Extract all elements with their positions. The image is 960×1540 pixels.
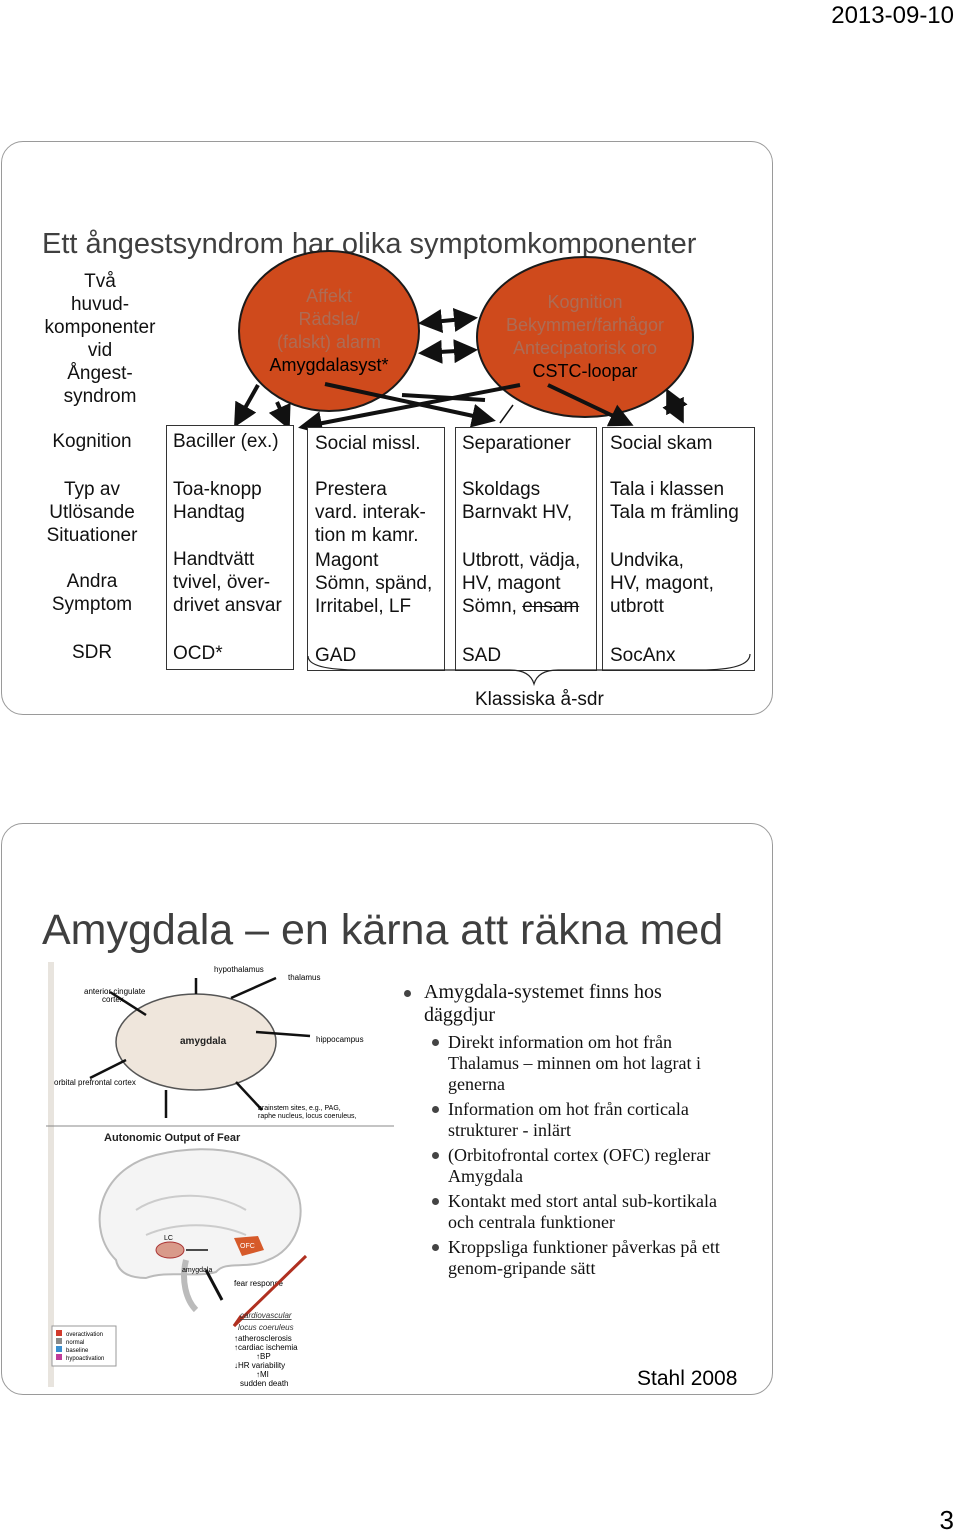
ocd-situation: Toa-knopp Handtag (173, 479, 262, 523)
fig-ofc: orbital prefrontal cortex (54, 1078, 136, 1087)
brace-label: Klassiska å-sdr (475, 689, 604, 710)
affekt-oval-line4: Amygdalasyst* (269, 355, 389, 375)
column-sad: Separationer Skoldags Barnvakt HV, Utbro… (455, 427, 597, 671)
gad-sdr: GAD (315, 645, 357, 666)
gad-kognition: Social missl. (315, 433, 421, 454)
sad-symptom: Utbrott, vädja, HV, magont Sömn, ensam (462, 549, 580, 618)
legend-overactivation: overactivation (66, 1332, 103, 1338)
socanx-kognition: Social skam (610, 433, 713, 454)
bullet-3: Information om hot från corticala strukt… (448, 1099, 689, 1140)
sad-sdr: SAD (462, 645, 502, 666)
ocd-sdr: OCD* (173, 643, 223, 664)
fig-lc: LC (164, 1235, 173, 1242)
fig-locus: locus coeruleus (238, 1323, 294, 1332)
fig-hippocampus: hippocampus (316, 1035, 364, 1044)
fig-effect-1: ↑atherosclerosis (234, 1334, 292, 1343)
fig-ofc-short: OFC (240, 1243, 255, 1250)
affekt-oval-line3: (falskt) alarm (276, 332, 381, 352)
fig-acc-2: cortex (102, 995, 124, 1004)
legend-baseline: baseline (66, 1348, 89, 1354)
kognition-oval-line1: Kognition (547, 292, 623, 312)
fig-effect-4: ↓HR variability (234, 1361, 285, 1370)
fig-thalamus: thalamus (288, 973, 320, 982)
gad-situation: Prestera vard. interak- tion m kamr. (315, 479, 426, 546)
bullet-dot (432, 1039, 439, 1046)
slide-2-title: Amygdala – en kärna att räkna med (42, 906, 724, 954)
label-sdr: SDR (71, 642, 113, 663)
fig-acc: anterior cingulate (84, 987, 146, 996)
slide-1-title: Ett ångestsyndrom har olika symptomkompo… (42, 228, 697, 260)
kognition-oval-line2: Bekymmer/farhågor (505, 315, 665, 335)
ocd-symptom: Handtvätt tvivel, över- drivet ansvar (173, 549, 282, 616)
label-typ: Typ av Utlösande Situationer (46, 479, 138, 546)
label-andra: Andra Symptom (51, 571, 133, 615)
sad-symptom-struck: ensam (522, 596, 580, 617)
legend-normal: normal (66, 1340, 84, 1346)
label-main: Två huvud- komponenter vid Ångest- syndr… (44, 271, 156, 407)
fig-cardiovascular: cardiovascular (240, 1311, 292, 1320)
bullet-dot (432, 1152, 439, 1159)
column-gad: Social missl. Prestera vard. interak- ti… (307, 427, 445, 671)
fig-autonomic: Autonomic Output of Fear (104, 1132, 241, 1144)
bullet-4: (Orbitofrontal cortex (OFC) reglerar Amy… (448, 1145, 711, 1186)
bullet-2: Direkt information om hot från Thalamus … (448, 1032, 701, 1094)
socanx-sdr: SocAnx (610, 645, 676, 666)
bullet-list: Amygdala-systemet finns hos däggdjur Dir… (404, 981, 754, 1291)
label-kognition: Kognition (52, 431, 132, 452)
sad-kognition: Separationer (462, 433, 571, 454)
ocd-kognition: Baciller (ex.) (173, 431, 279, 452)
fig-fear-response: fear response (234, 1279, 283, 1288)
kognition-oval-line3: Antecipatorisk oro (512, 338, 658, 358)
legend-hypoactivation: hypoactivation (66, 1356, 104, 1362)
column-socanx: Social skam Tala i klassen Tala m främli… (602, 427, 755, 671)
socanx-symptom: Undvika, HV, magont, utbrott (610, 550, 714, 617)
bullet-5: Kontakt med stort antal sub-kortikala oc… (448, 1191, 717, 1232)
gad-symptom: Magont Sömn, spänd, Irritabel, LF (315, 550, 433, 617)
header-date: 2013-09-10 (831, 2, 954, 29)
sad-symptom-text: Utbrott, vädja, HV, magont Sömn, (462, 550, 581, 617)
brace (307, 653, 751, 687)
amygdala-figure: hypothalamus thalamus anterior cingulate… (46, 960, 396, 1390)
bullet-1: Amygdala-systemet finns hos däggdjur (424, 981, 662, 1026)
fig-amygdala-small: amygdala (182, 1267, 212, 1274)
kognition-oval: Kognition Bekymmer/farhågor Antecipatori… (476, 256, 694, 418)
citation: Stahl 2008 (637, 1367, 738, 1390)
fig-brainstem-2: raphe nucleus, locus coeruleus, (258, 1113, 357, 1120)
bullet-dot (432, 1198, 439, 1205)
fig-effect-3: ↑BP (256, 1352, 271, 1361)
fig-amygdala: amygdala (180, 1036, 227, 1047)
sad-situation: Skoldags Barnvakt HV, (462, 479, 573, 523)
column-ocd: Baciller (ex.) Toa-knopp Handtag Handtvä… (166, 425, 294, 670)
fig-effect-2: ↑cardiac ischemia (234, 1343, 298, 1352)
fig-hypothalamus: hypothalamus (214, 965, 264, 974)
socanx-situation: Tala i klassen Tala m främling (610, 479, 739, 523)
bullet-dot (404, 990, 411, 997)
fig-effect-6: sudden death (240, 1379, 289, 1388)
kognition-oval-line4: CSTC-loopar (532, 361, 638, 381)
bullet-6: Kroppsliga funktioner påverkas på ett ge… (448, 1237, 720, 1278)
affekt-oval-line1: Affekt (306, 286, 352, 306)
affekt-oval-line2: Rädsla/ (298, 309, 360, 329)
bullet-dot (432, 1106, 439, 1113)
bullet-dot (432, 1244, 439, 1251)
connection-arrows (234, 307, 688, 435)
fig-effect-5: ↑MI (256, 1370, 269, 1379)
fig-brainstem: brainstem sites, e.g., PAG, (258, 1105, 341, 1112)
page-number: 3 (939, 1505, 954, 1535)
